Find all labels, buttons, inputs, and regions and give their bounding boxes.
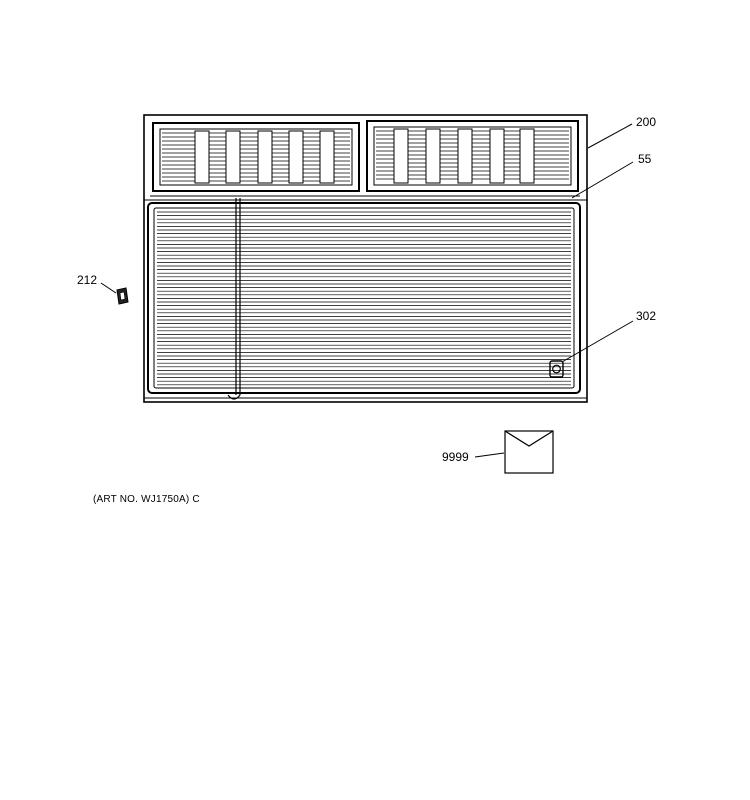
rod-end-cap	[227, 394, 241, 400]
vertical-vane	[393, 128, 409, 184]
panel-outer-frame	[143, 114, 588, 403]
leader-302	[561, 320, 634, 363]
left-louver-lines	[162, 132, 350, 182]
left-vertical-vanes	[194, 130, 335, 184]
badge-plate	[549, 360, 564, 378]
callout-212: 212	[77, 273, 97, 287]
vertical-vane	[519, 128, 535, 184]
louver-strip	[150, 195, 580, 201]
leader-212	[100, 282, 117, 294]
callout-9999: 9999	[442, 450, 469, 464]
vertical-vane	[425, 128, 441, 184]
left-louver-frame-outer	[152, 122, 360, 192]
vertical-vane	[319, 130, 335, 184]
grille-horizontal-lines	[157, 211, 571, 386]
vertical-vane	[489, 128, 505, 184]
envelope-flap	[504, 430, 554, 447]
leader-lines	[100, 123, 634, 458]
leader-55	[571, 161, 634, 199]
right-vertical-vanes	[393, 128, 535, 184]
vertical-vane	[457, 128, 473, 184]
envelope-body	[504, 430, 554, 474]
left-louver-assembly	[152, 122, 360, 192]
right-louver-assembly	[366, 120, 579, 192]
callout-200: 200	[636, 115, 656, 129]
grille-frame-outer	[147, 202, 581, 394]
clip-highlight	[119, 291, 126, 301]
art-number-label: (ART NO. WJ1750A) C	[93, 494, 200, 505]
vertical-vane	[288, 130, 304, 184]
clip-part	[116, 287, 129, 305]
badge-emblem	[549, 360, 564, 378]
callout-55: 55	[638, 152, 652, 166]
literature-envelope	[504, 430, 554, 474]
vertical-vane	[194, 130, 210, 184]
leader-200	[587, 123, 633, 149]
intake-grille	[147, 202, 581, 394]
badge-logo	[552, 364, 561, 374]
vertical-vane	[257, 130, 273, 184]
grille-frame-inner	[153, 207, 575, 389]
right-louver-frame-inner	[373, 126, 572, 186]
left-louver-frame-inner	[159, 128, 353, 186]
callout-302: 302	[636, 309, 656, 323]
vertical-rod	[227, 198, 241, 400]
vertical-vane	[225, 130, 241, 184]
right-louver-frame-outer	[366, 120, 579, 192]
leader-9999	[474, 452, 505, 458]
